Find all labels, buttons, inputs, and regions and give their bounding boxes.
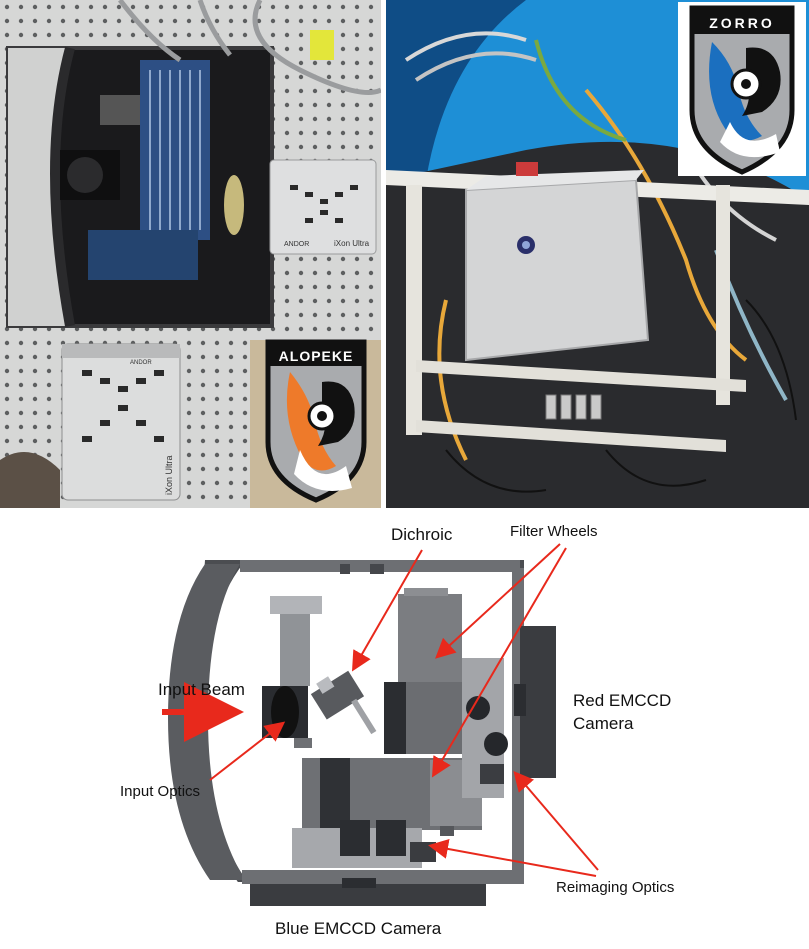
bottom-camera-brand: ANDOR [130, 360, 152, 366]
instrument-diagram: Dichroic Filter Wheels Input Beam Input … [0, 508, 809, 944]
alopeke-shield-icon: ALOPEKE [265, 339, 367, 503]
zorro-shield-icon: ZORRO [689, 5, 795, 175]
alopeke-bench-photo: ANDOR iXon Ultra ANDOR iXon Ultra [0, 0, 381, 508]
alopeke-badge-text: ALOPEKE [279, 348, 354, 364]
dichroic-label: Dichroic [391, 525, 453, 544]
filter-wheels-label: Filter Wheels [510, 523, 598, 540]
instrument-cad-drawing [162, 543, 599, 906]
zorro-badge-text: ZORRO [709, 15, 775, 31]
reimaging-optics-arrow-blue [428, 839, 597, 877]
alopeke-bench-illustration: ANDOR iXon Ultra ANDOR iXon Ultra [0, 0, 381, 508]
dichroic-arrow [352, 549, 423, 672]
alopeke-badge: ALOPEKE [260, 338, 372, 504]
zorro-telescope-photo [386, 0, 809, 508]
zorro-telescope-illustration [386, 0, 809, 508]
dichroic-mount [310, 670, 377, 735]
top-camera-brand: ANDOR [284, 241, 309, 248]
filter-wheels-arrow-lower [431, 547, 567, 778]
filter-wheels-arrow-upper [435, 543, 561, 659]
bottom-camera-model: iXon Ultra [164, 455, 174, 495]
reimaging-optics-arrow-red [513, 770, 599, 871]
annotation-arrows [209, 543, 599, 877]
input-beam-label: Input Beam [158, 680, 245, 699]
input-optics-label: Input Optics [120, 783, 201, 800]
top-camera-model: iXon Ultra [334, 239, 370, 248]
reimaging-optics-blue [292, 820, 436, 868]
red-camera-label-line2: Camera [573, 714, 634, 733]
zorro-badge: ZORRO [678, 2, 806, 176]
red-camera-label-line1: Red EMCCD [573, 691, 672, 710]
input-optics-assembly [262, 596, 322, 748]
reimaging-optics-label: Reimaging Optics [556, 879, 675, 896]
blue-camera-block [250, 878, 486, 906]
red-camera-block [514, 626, 556, 778]
reimaging-optics-red [462, 658, 508, 798]
input-optics-arrow [209, 721, 286, 781]
blue-camera-label: Blue EMCCD Camera [275, 919, 442, 938]
